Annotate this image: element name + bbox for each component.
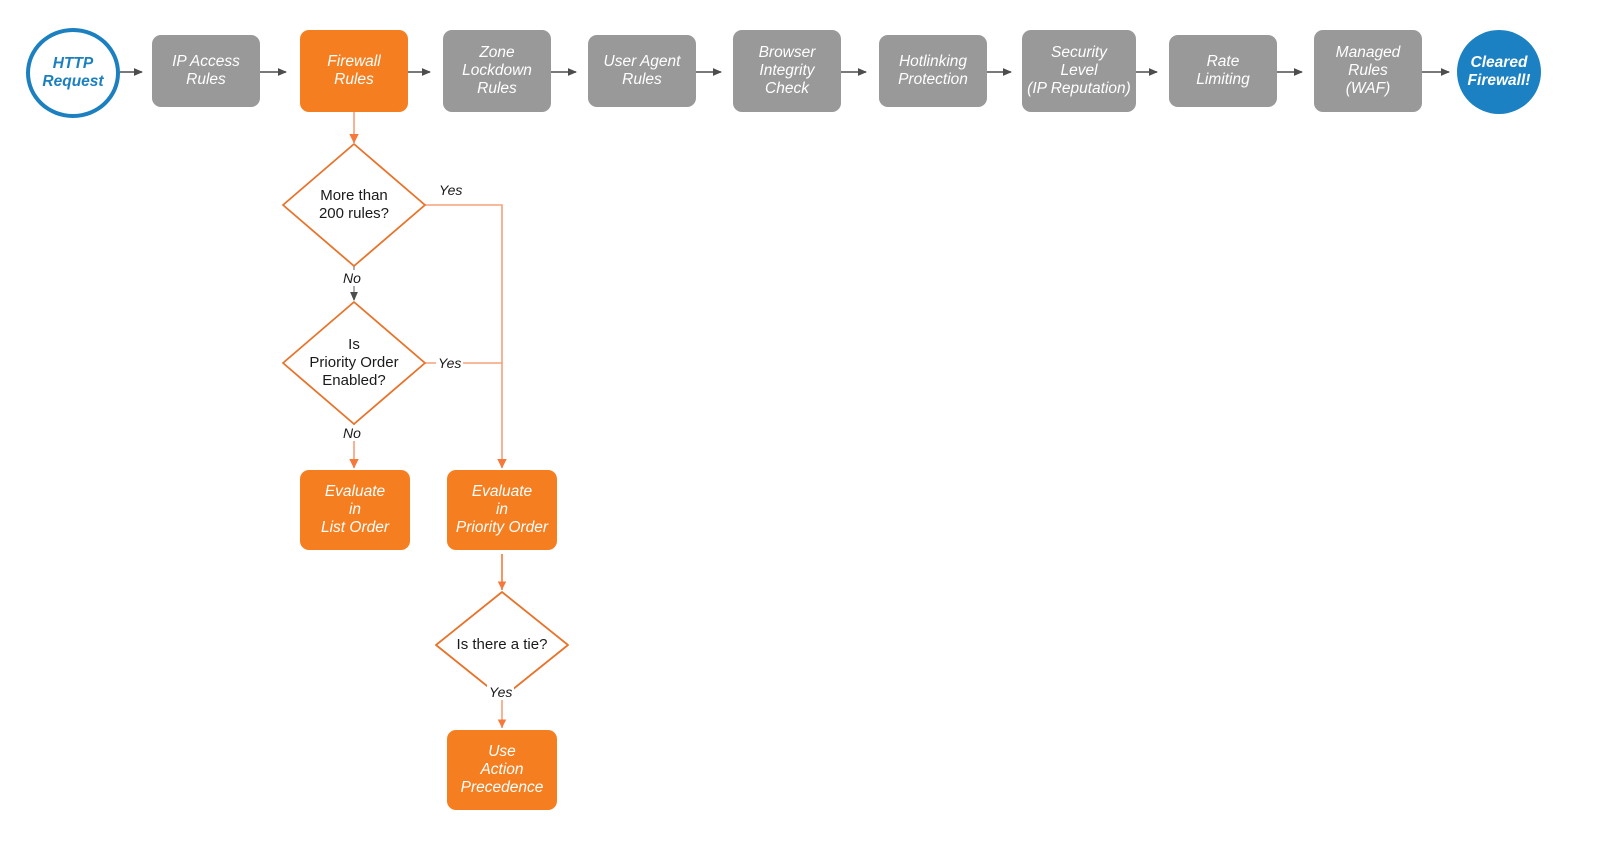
decision-shapes xyxy=(282,143,569,699)
decision-more-than-200-rules[interactable]: More than 200 rules? xyxy=(318,187,390,222)
edge-label-yes-200-rules: Yes xyxy=(437,182,465,198)
decision-is-priority-order-enabled[interactable]: Is Priority Order Enabled? xyxy=(309,336,399,389)
node-http-request[interactable]: HTTP Request xyxy=(26,28,120,118)
edge-label-no-priority-order: No xyxy=(341,425,363,441)
node-zone-lockdown-rules[interactable]: Zone Lockdown Rules xyxy=(443,30,551,112)
node-managed-rules-waf[interactable]: Managed Rules (WAF) xyxy=(1314,30,1422,112)
node-ip-access-rules[interactable]: IP Access Rules xyxy=(152,35,260,107)
node-rate-limiting[interactable]: Rate Limiting xyxy=(1169,35,1277,107)
node-browser-integrity-check[interactable]: Browser Integrity Check xyxy=(733,30,841,112)
node-cleared-firewall[interactable]: Cleared Firewall! xyxy=(1457,30,1541,114)
edge-label-no-200-rules: No xyxy=(341,270,363,286)
node-firewall-rules[interactable]: Firewall Rules xyxy=(300,30,408,112)
edge-label-yes-priority-order: Yes xyxy=(436,355,464,371)
node-user-agent-rules[interactable]: User Agent Rules xyxy=(588,35,696,107)
node-evaluate-in-list-order[interactable]: Evaluate in List Order xyxy=(300,470,410,550)
edge-label-yes-tie: Yes xyxy=(487,684,515,700)
node-hotlinking-protection[interactable]: Hotlinking Protection xyxy=(879,35,987,107)
node-evaluate-in-priority-order[interactable]: Evaluate in Priority Order xyxy=(447,470,557,550)
node-security-level[interactable]: Security Level (IP Reputation) xyxy=(1022,30,1136,112)
decision-connectors xyxy=(349,110,507,728)
decision-is-there-a-tie[interactable]: Is there a tie? xyxy=(456,636,548,653)
node-use-action-precedence[interactable]: Use Action Precedence xyxy=(447,730,557,810)
